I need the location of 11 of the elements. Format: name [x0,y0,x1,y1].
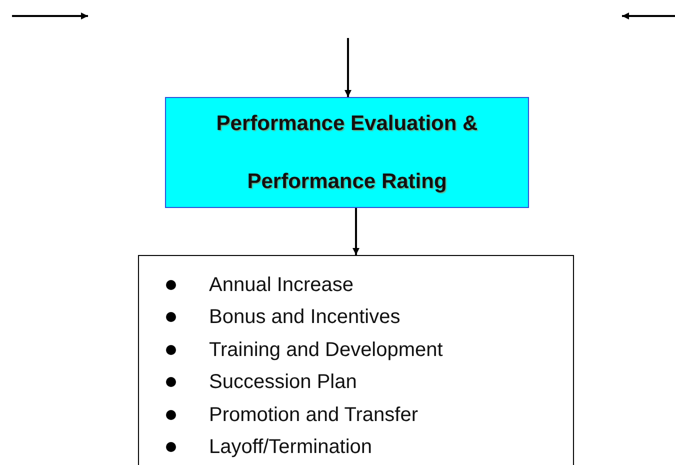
box-title: Performance Evaluation & Performance Rating [215,110,479,194]
process-box [165,97,529,208]
outcome-list-box [138,255,574,465]
arrow [352,208,360,255]
list-item: Promotion and Transfer [209,402,418,427]
list-item: Bonus and Incentives [209,305,400,330]
list-item: Annual Increase [209,273,354,297]
arrow [344,38,352,97]
list-item: Layoff/Termination [209,435,372,459]
list-item: Succession Plan [209,370,357,394]
list-item: Training and Development [209,338,443,362]
